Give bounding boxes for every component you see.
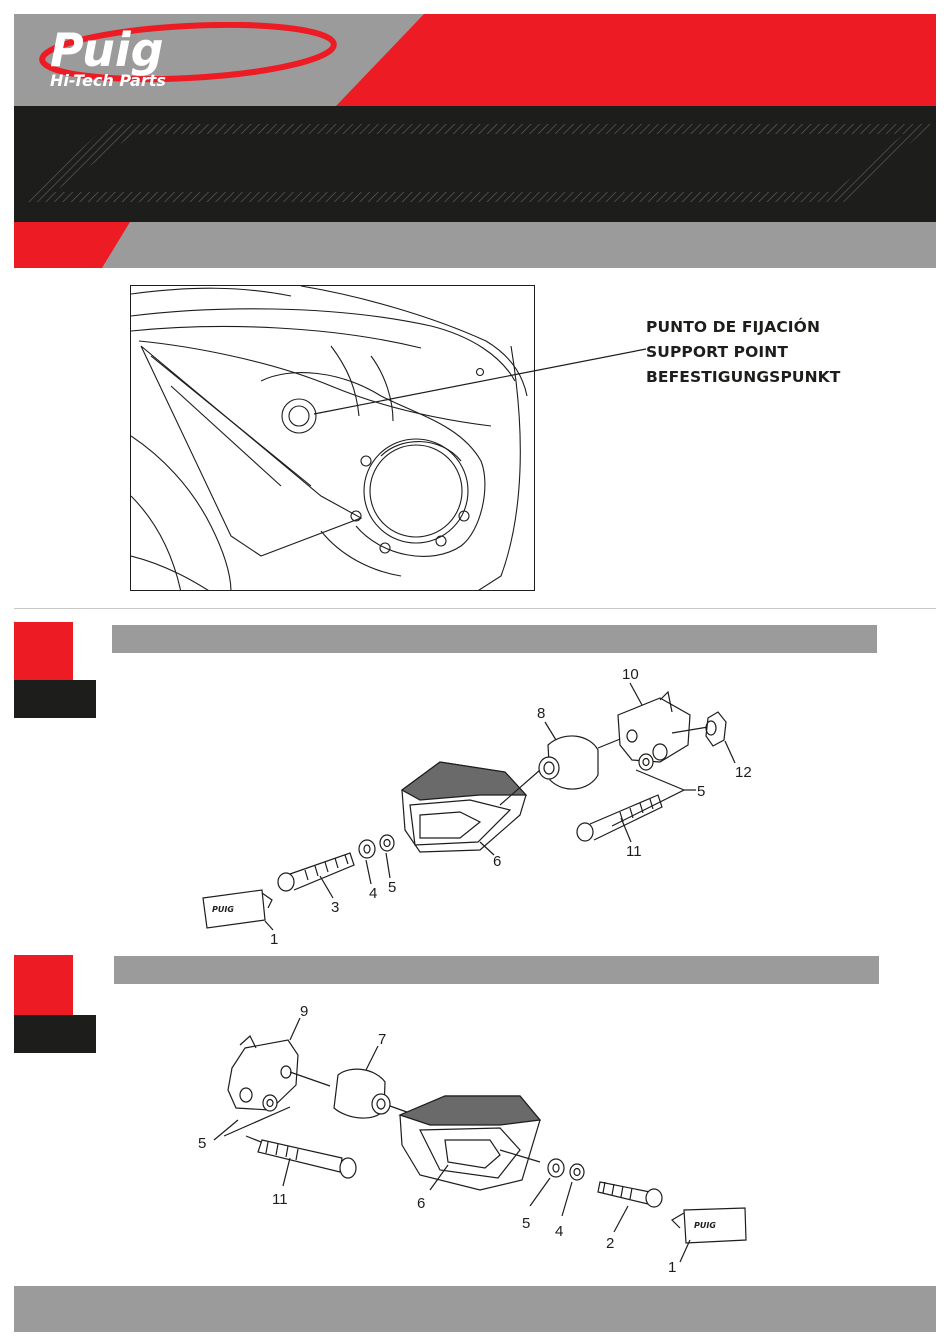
bracket-part — [228, 1036, 298, 1110]
part-label-5-front: 5 — [522, 1215, 530, 1232]
part-label-5-rear: 5 — [198, 1135, 206, 1152]
long-bolt-part — [258, 1140, 356, 1178]
spacer-part — [334, 1069, 390, 1118]
end-cap-part: PUIG — [672, 1208, 746, 1243]
footer-bar — [14, 1286, 936, 1332]
washer-part — [548, 1159, 584, 1180]
washer-part-rear — [263, 1095, 277, 1111]
part-label-11: 11 — [272, 1191, 288, 1208]
bolt-part — [598, 1182, 662, 1207]
part-label-4: 4 — [555, 1223, 563, 1240]
slider-body-part — [400, 1096, 540, 1190]
part-label-7: 7 — [378, 1031, 386, 1048]
part-label-1: 1 — [668, 1259, 676, 1276]
svg-text:PUIG: PUIG — [694, 1221, 716, 1230]
part-label-2: 2 — [606, 1235, 614, 1252]
part-label-6: 6 — [417, 1195, 425, 1212]
part-label-9: 9 — [300, 1003, 308, 1020]
